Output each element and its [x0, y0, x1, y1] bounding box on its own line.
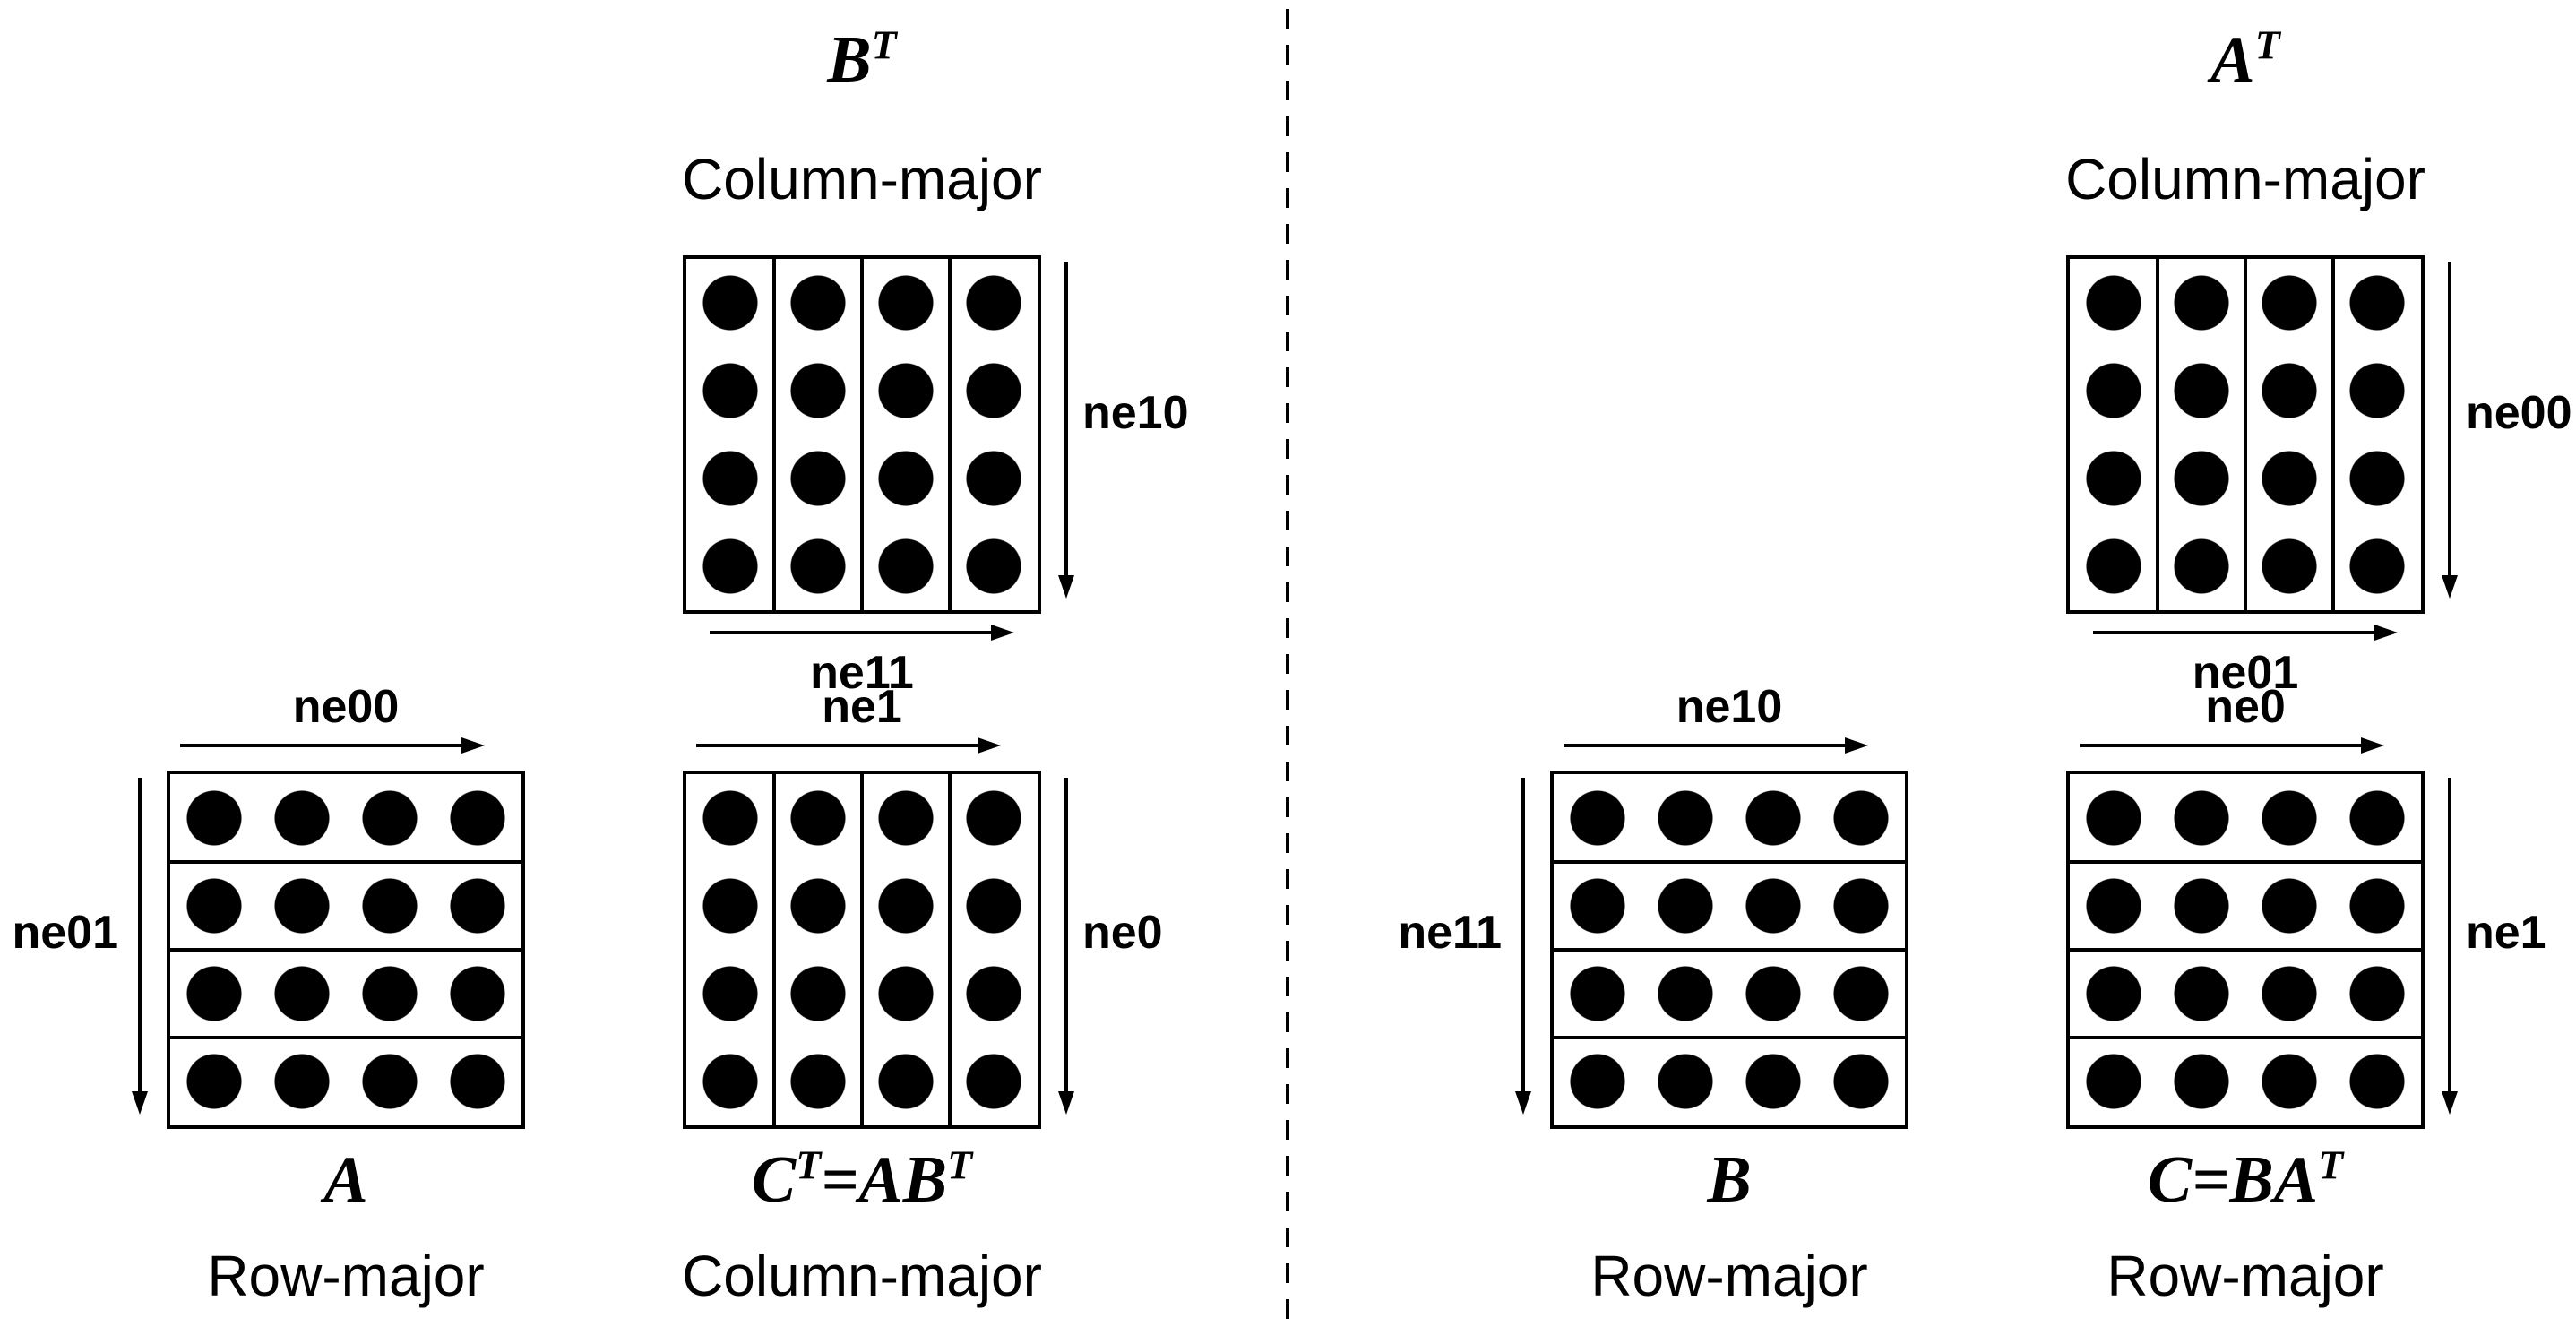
matrix-c-layout-label: Row-major: [2106, 1244, 2384, 1308]
matrix-at-vertical-axis-label: ne00: [2466, 387, 2572, 439]
matrix-b-layout-label: Row-major: [1590, 1244, 1868, 1308]
matrix-bt-title-base: B: [827, 23, 872, 97]
matrix-c-horizontal-axis-label: ne0: [2205, 681, 2286, 733]
matrix-b-vertical-axis-label: ne11: [1398, 907, 1502, 959]
arrow-right-icon: [710, 625, 1014, 641]
matrix-a-title-base: A: [323, 1143, 368, 1217]
matrix-b-grid: [1550, 771, 1908, 1129]
matrix-at-layout-label: Column-major: [2065, 147, 2425, 211]
matrix-ct-title: CT=ABT: [638, 1140, 1086, 1220]
matrix-ct-title-base2: =AB: [821, 1143, 948, 1217]
matrix-bt-title: BT: [683, 20, 1041, 100]
arrow-right-icon: [2093, 625, 2398, 641]
matrix-ct-grid: [683, 771, 1041, 1129]
matrix-ct-title-sup2: T: [947, 1142, 973, 1188]
arrow-down-icon: [1515, 778, 1531, 1115]
matrix-bt-vertical-axis-label: ne10: [1082, 387, 1189, 439]
panel-divider: [1286, 9, 1289, 1335]
matrix-bt-grid: [683, 255, 1041, 614]
matrix-bt-layout-label: Column-major: [682, 147, 1042, 211]
arrow-right-icon: [696, 737, 1001, 754]
matrix-c-vertical-axis-label: ne1: [2466, 907, 2546, 959]
arrow-down-icon: [1058, 778, 1074, 1115]
matrix-c-title-sup: T: [2318, 1142, 2344, 1188]
matrix-at-horizontal-axis-label: ne01: [2192, 647, 2299, 699]
matrix-bt-title-sup: T: [871, 22, 897, 68]
matrix-a-grid: [167, 771, 525, 1129]
arrow-down-icon: [132, 778, 148, 1115]
matrix-ct-layout-label: Column-major: [682, 1244, 1042, 1308]
matrix-ct-vertical-axis-label: ne0: [1082, 907, 1163, 959]
matrix-a-title: A: [167, 1140, 525, 1220]
matrix-at-grid: [2066, 255, 2425, 614]
matrix-bt-horizontal-axis-label: ne11: [810, 647, 914, 699]
matrix-c-grid: [2066, 771, 2425, 1129]
matrix-ct-title-base: C: [751, 1143, 797, 1217]
matrix-b-horizontal-axis-label: ne10: [1676, 681, 1783, 733]
arrow-down-icon: [1058, 262, 1074, 599]
arrow-down-icon: [2442, 778, 2458, 1115]
arrow-right-icon: [2080, 737, 2384, 754]
matrix-b-title: B: [1550, 1140, 1908, 1220]
matrix-at-title-base: A: [2210, 23, 2255, 97]
arrow-right-icon: [180, 737, 485, 754]
matrix-at-title: AT: [2066, 20, 2425, 100]
matrix-c-title-base: C=BA: [2147, 1143, 2319, 1217]
matrix-ct-horizontal-axis-label: ne1: [822, 681, 902, 733]
matrix-ct-title-sup: T: [796, 1142, 822, 1188]
matrix-a-layout-label: Row-major: [207, 1244, 485, 1308]
matrix-c-title: C=BAT: [2021, 1140, 2469, 1220]
matrix-b-title-base: B: [1707, 1143, 1752, 1217]
matrix-a-horizontal-axis-label: ne00: [292, 681, 400, 733]
matrix-at-title-sup: T: [2254, 22, 2280, 68]
arrow-right-icon: [1564, 737, 1868, 754]
arrow-down-icon: [2442, 262, 2458, 599]
matrix-a-vertical-axis-label: ne01: [12, 907, 118, 959]
